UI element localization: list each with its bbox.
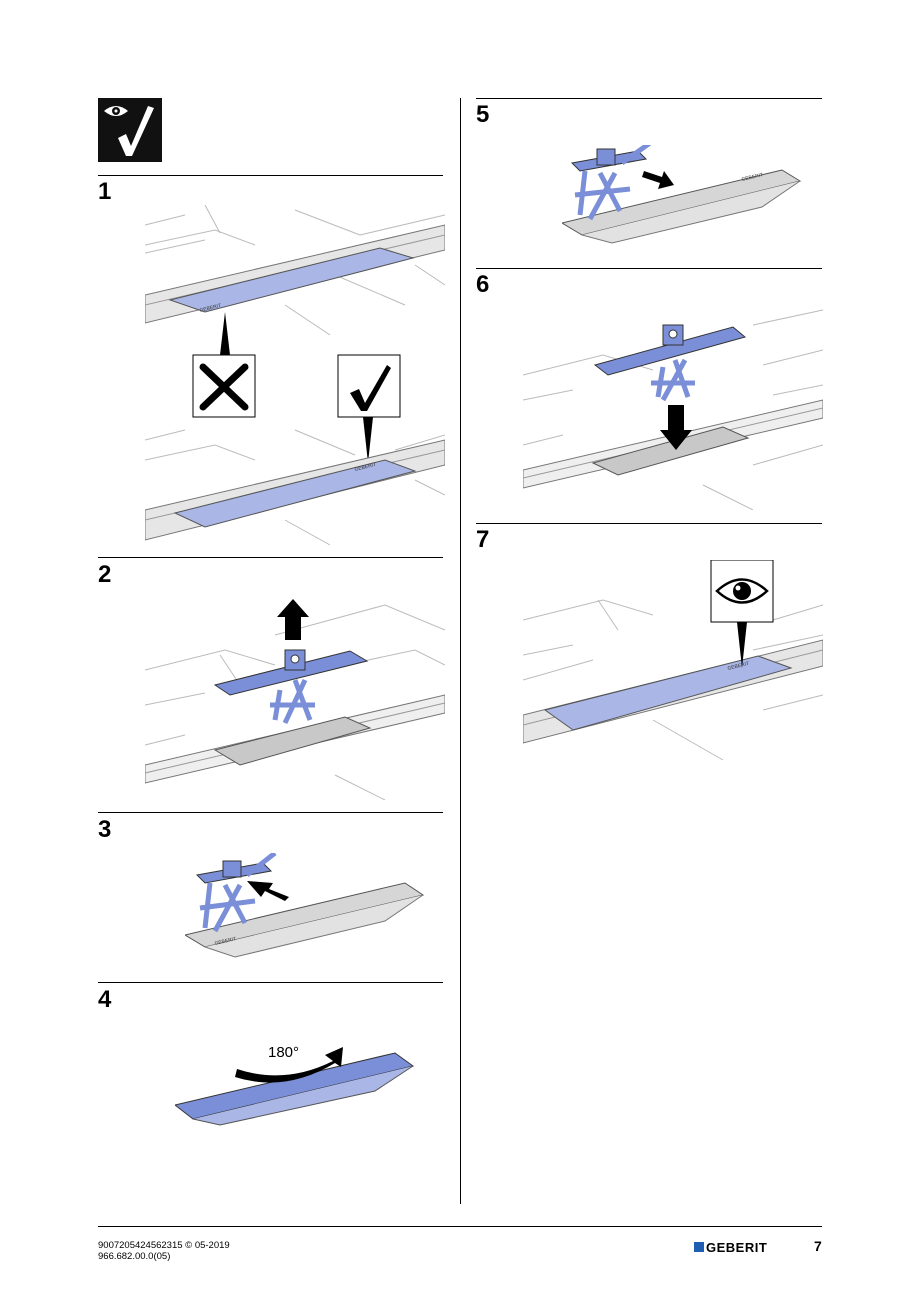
rotation-label: 180°	[268, 1044, 299, 1061]
document-code-line-2: 966.682.00.0(05)	[98, 1251, 171, 1262]
cross-icon	[199, 363, 249, 411]
step-3-illustration: GEBERIT	[185, 853, 425, 958]
check-icon	[350, 365, 391, 411]
step-6-illustration	[523, 309, 823, 510]
cover-brand-mark: GEBERIT	[199, 303, 222, 314]
inspect-ok-symbol	[98, 98, 162, 162]
column-divider	[460, 98, 461, 1204]
step-number-7: 7	[476, 526, 490, 553]
cover-brand-mark-3: GEBERIT	[214, 936, 237, 947]
step-number-5: 5	[476, 101, 490, 128]
brand-logo: GEBERIT	[694, 1239, 768, 1255]
document-code: 9007205424562315 © 05-2019 966.682.00.0(…	[98, 1240, 230, 1262]
brand-name: GEBERIT	[706, 1239, 768, 1255]
step-3-rule	[98, 812, 443, 813]
step-1-rule	[98, 175, 443, 176]
step-6-rule	[476, 268, 822, 269]
step-number-1: 1	[98, 178, 112, 205]
document-code-line-1: 9007205424562315 © 05-2019	[98, 1240, 230, 1251]
step-number-4: 4	[98, 986, 112, 1013]
step-4-rule	[98, 982, 443, 983]
step-2-rule	[98, 557, 443, 558]
step-1-illustration: GEBERIT GEBERIT	[145, 205, 445, 546]
cover-brand-mark-5: GEBERIT	[741, 172, 764, 183]
step-4-illustration: 180°	[175, 1044, 415, 1126]
rotate-arrow-icon	[235, 1047, 343, 1083]
step-number-6: 6	[476, 271, 490, 298]
footer-rule	[98, 1226, 822, 1227]
step-7-rule	[476, 523, 822, 524]
step-2-illustration	[145, 599, 445, 800]
step-number-3: 3	[98, 816, 112, 843]
page-number: 7	[814, 1238, 822, 1254]
step-7-illustration: GEBERIT	[523, 560, 823, 761]
cover-brand-mark-7: GEBERIT	[727, 661, 750, 672]
brand-square-icon	[694, 1242, 704, 1252]
cover-brand-mark-2: GEBERIT	[354, 462, 377, 473]
step-number-2: 2	[98, 561, 112, 588]
step-5-illustration: GEBERIT	[562, 145, 802, 244]
eye-check-icon	[104, 106, 154, 156]
step-5-rule	[476, 98, 822, 99]
